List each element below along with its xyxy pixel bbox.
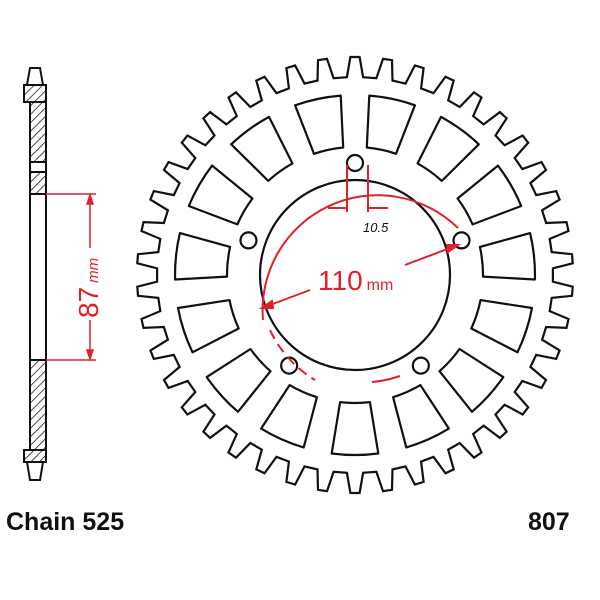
- bolt-hole-value: 10.5: [363, 220, 389, 235]
- chain-label: Chain 525: [6, 508, 125, 536]
- top-tooth-profile: [25, 67, 45, 86]
- bottom-tooth-profile: [25, 461, 45, 481]
- bolt-hole: [345, 153, 365, 173]
- sprocket-front-view: [136, 55, 574, 495]
- lightening-window: [456, 164, 523, 226]
- lightening-window: [187, 164, 254, 226]
- lightening-window: [260, 384, 318, 449]
- lightening-window: [438, 347, 505, 413]
- lightening-window: [330, 401, 380, 457]
- lightening-window: [205, 347, 272, 413]
- bolt-hole: [239, 231, 258, 250]
- lightening-window: [392, 384, 450, 449]
- pcd-dimension: [258, 165, 462, 383]
- lightening-window: [365, 94, 416, 155]
- inner-width-dimension: [46, 192, 96, 362]
- lightening-window: [230, 115, 294, 182]
- lightening-window: [176, 299, 240, 354]
- bore-section: [29, 193, 47, 361]
- bolt-hole: [411, 356, 430, 375]
- lightening-window: [478, 232, 537, 281]
- inner-width-value: 87mm: [73, 258, 104, 318]
- lightening-window: [416, 115, 480, 182]
- side-profile: [23, 67, 47, 481]
- center-bore: [258, 178, 452, 372]
- lightening-window: [173, 232, 232, 281]
- lightening-window: [294, 94, 345, 155]
- sprocket-teeth: [136, 55, 574, 495]
- lightening-window: [470, 299, 534, 354]
- part-number: 807: [528, 508, 570, 536]
- bolt-hole: [452, 231, 471, 250]
